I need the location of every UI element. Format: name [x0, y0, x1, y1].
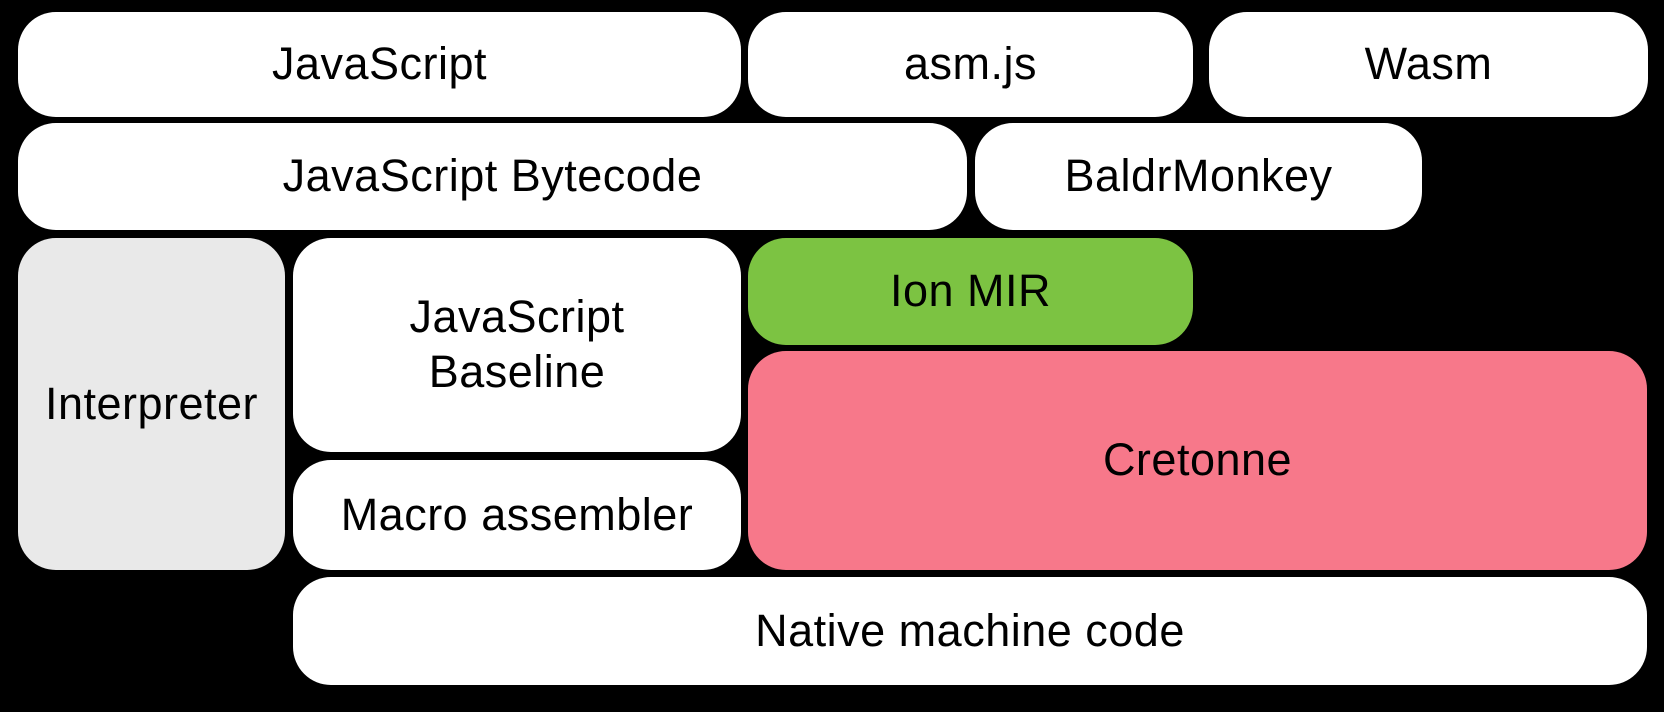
- box-asmjs: asm.js: [748, 12, 1193, 117]
- box-native-machine-code: Native machine code: [293, 577, 1647, 685]
- box-cretonne: Cretonne: [748, 351, 1647, 570]
- box-macro-assembler: Macro assembler: [293, 460, 741, 570]
- box-baldrmonkey: BaldrMonkey: [975, 123, 1422, 230]
- box-javascript: JavaScript: [18, 12, 741, 117]
- box-ion-mir: Ion MIR: [748, 238, 1193, 345]
- box-interpreter: Interpreter: [18, 238, 285, 570]
- box-javascript-bytecode: JavaScript Bytecode: [18, 123, 967, 230]
- box-wasm: Wasm: [1209, 12, 1648, 117]
- baseline-label-line1: JavaScript: [409, 291, 625, 343]
- baseline-label-line2: Baseline: [428, 346, 606, 397]
- box-javascript-baseline: JavaScript Baseline: [293, 238, 741, 452]
- javascript-baseline-label: JavaScript Baseline: [409, 290, 624, 400]
